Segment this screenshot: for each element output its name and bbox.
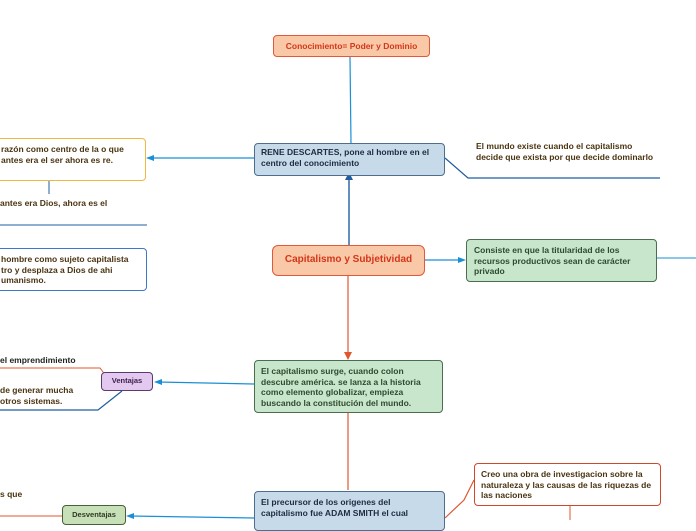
node-titularidad[interactable]: Consiste en que la titularidad de los re… [466, 239, 657, 282]
node-generar-label: de generar mucha otros sistemas. [0, 385, 74, 406]
node-conocimiento[interactable]: Conocimiento= Poder y Dominio [273, 35, 430, 57]
node-razon[interactable]: razón como centro de la o que antes era … [0, 138, 146, 181]
node-desventajas[interactable]: Desventajas [62, 505, 126, 525]
node-emprendimiento-label: el emprendimiento [0, 355, 76, 365]
node-central-label: Capitalismo y Subjetividad [284, 254, 413, 266]
node-s-que[interactable]: s que [0, 489, 40, 500]
node-s-que-label: s que [0, 489, 23, 499]
node-surge[interactable]: El capitalismo surge, cuando colon descu… [254, 360, 443, 413]
node-ventajas-label: Ventajas [111, 376, 143, 386]
node-central[interactable]: Capitalismo y Subjetividad [272, 245, 425, 276]
node-razon-label: razón como centro de la o que antes era … [1, 144, 124, 165]
node-adam-smith[interactable]: El precursor de los origenes del capital… [254, 491, 445, 531]
node-hombre-sujeto-label: hombre como sujeto capitalista tro y des… [1, 254, 129, 285]
node-mundo-existe[interactable]: El mundo existe cuando el capitalismo de… [476, 141, 656, 162]
node-emprendimiento[interactable]: el emprendimiento [0, 355, 120, 366]
node-desventajas-label: Desventajas [72, 509, 116, 519]
node-descartes[interactable]: RENE DESCARTES, pone al hombre en el cen… [254, 143, 445, 176]
node-descartes-label: RENE DESCARTES, pone al hombre en el cen… [261, 147, 430, 168]
node-conocimiento-label: Conocimiento= Poder y Dominio [285, 40, 418, 51]
node-antes-label: antes era Dios, ahora es el [0, 198, 108, 208]
node-crea-obra-label: Creo una obra de investigacion sobre la … [481, 469, 652, 500]
node-surge-label: El capitalismo surge, cuando colon descu… [261, 366, 421, 408]
node-generar[interactable]: de generar mucha otros sistemas. [0, 385, 80, 406]
node-ventajas[interactable]: Ventajas [101, 372, 153, 391]
node-hombre-sujeto[interactable]: hombre como sujeto capitalista tro y des… [0, 248, 147, 291]
node-crea-obra[interactable]: Creo una obra de investigacion sobre la … [474, 463, 661, 506]
node-mundo-existe-label: El mundo existe cuando el capitalismo de… [476, 141, 654, 162]
node-adam-smith-label: El precursor de los origenes del capital… [261, 497, 409, 518]
connector-lines [0, 56, 696, 520]
node-titularidad-label: Consiste en que la titularidad de los re… [474, 245, 631, 276]
node-antes[interactable]: antes era Dios, ahora es el [0, 198, 140, 209]
